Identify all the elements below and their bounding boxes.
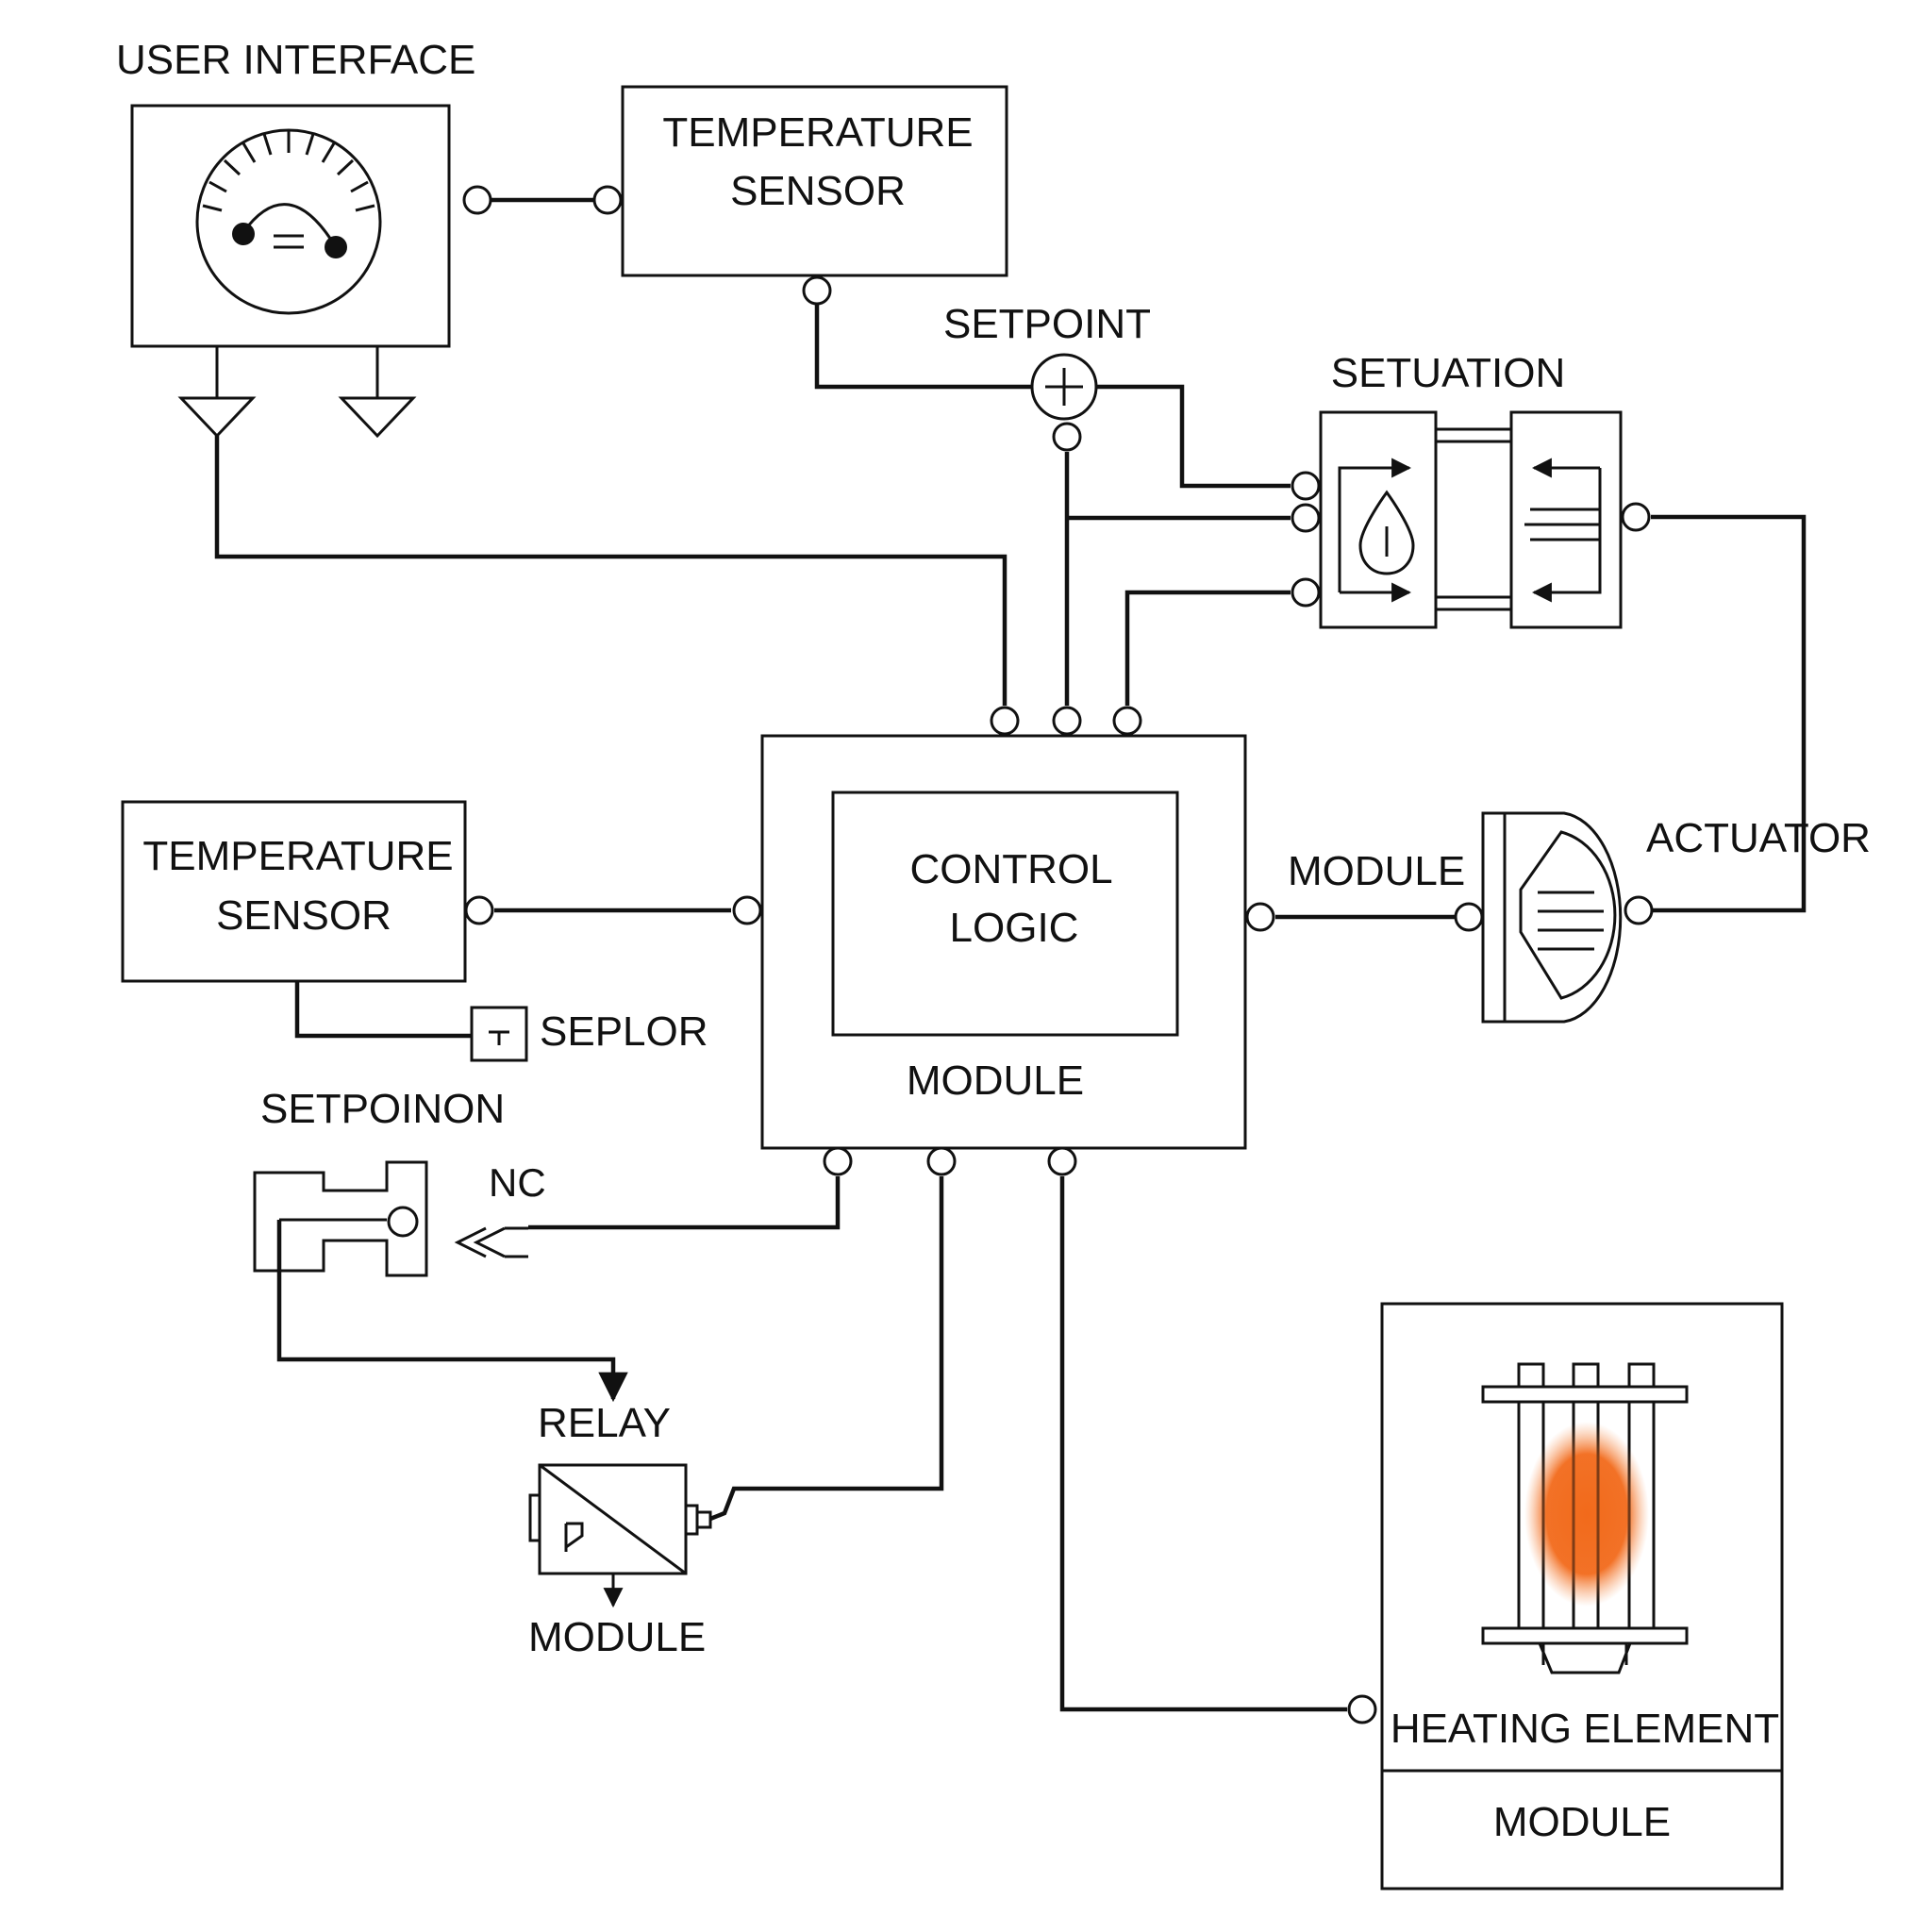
temperature-sensor-top-block: TEMPERATURE SENSOR (621, 85, 1008, 277)
terminal (1052, 422, 1082, 452)
user-interface-label: USER INTERFACE (116, 37, 475, 83)
control-module-outer-box (760, 734, 1247, 1150)
terminal (802, 275, 832, 306)
temperature-sensor-left-label-line1: TEMPERATURE (142, 833, 453, 879)
relay-block: RELAY MODULE (528, 1400, 712, 1660)
wire-left-sensor-to-seplor (294, 981, 472, 1039)
user-interface-block: USER INTERFACE (116, 37, 475, 439)
temperature-sensor-top-label-line2: SENSOR (730, 168, 906, 214)
terminal (1245, 902, 1275, 932)
terminal (1052, 706, 1082, 736)
wire-temp-sensor-to-setpoint (814, 305, 1032, 390)
relay-module-label: MODULE (528, 1614, 706, 1660)
actuator-icon (1481, 811, 1623, 1024)
heating-coil-icon (1481, 1362, 1689, 1674)
setuation-block: SETUATION (1319, 350, 1623, 629)
heating-element-label: HEATING ELEMENT (1391, 1706, 1779, 1752)
nc-chevron-2 (473, 1226, 506, 1258)
control-logic-inner-box (831, 791, 1179, 1037)
wire-control-to-setuation-low (1124, 590, 1291, 706)
terminal (1624, 895, 1654, 925)
setuation-right-box (1509, 410, 1623, 629)
wires (214, 197, 1807, 1712)
terminal (926, 1146, 957, 1176)
setuation-left-box (1319, 410, 1438, 629)
relay-symbol (564, 1522, 584, 1552)
setpoinon-label: SETPOINON (260, 1086, 505, 1132)
relay-label: RELAY (538, 1400, 671, 1446)
wire-control-to-relay (709, 1176, 944, 1522)
actuator-label: ACTUATOR (1646, 815, 1871, 861)
ground-symbol-left (177, 396, 257, 439)
wire-ui-to-control (214, 436, 1008, 706)
actuator-module-label: MODULE (1288, 848, 1465, 894)
heating-element-module: HEATING ELEMENT MODULE (1380, 1302, 1784, 1890)
terminal (1291, 503, 1321, 533)
gauge-icon (195, 128, 382, 315)
wire-switch-to-relay (276, 1220, 628, 1403)
terminal (732, 895, 762, 925)
nc-label: NC (489, 1160, 546, 1205)
wire-setuation-to-actuator (1651, 514, 1807, 913)
terminal (1291, 471, 1321, 501)
terminal (823, 1146, 853, 1176)
user-interface-box (130, 104, 451, 348)
setuation-label: SETUATION (1331, 350, 1566, 396)
setpoint-label: SETPOINT (943, 301, 1151, 347)
terminal (1621, 502, 1651, 532)
temperature-sensor-left-box (121, 800, 467, 983)
terminal (464, 895, 494, 925)
terminal (1112, 706, 1142, 736)
temperature-sensor-top-box (621, 85, 1008, 277)
heating-module-box (1380, 1302, 1784, 1890)
terminal (592, 185, 623, 215)
wire-setpoint-to-setuation (1096, 384, 1291, 489)
terminal (990, 706, 1020, 736)
setpoinon-block: SETPOINON NC (253, 1086, 546, 1277)
terminal (462, 185, 492, 215)
temperature-sensor-left-block: TEMPERATURE SENSOR SEPLOR (121, 800, 708, 1062)
temperature-sensor-left-label-line2: SENSOR (216, 892, 391, 939)
actuator-block: MODULE ACTUATOR (1288, 811, 1871, 1024)
terminal (1347, 1694, 1377, 1724)
wire-control-to-nc (528, 1176, 841, 1230)
heat-glow (1524, 1422, 1649, 1607)
switch-icon (253, 1160, 428, 1277)
seplor-label: SEPLOR (540, 1008, 708, 1055)
droplet-icon (1338, 458, 1415, 603)
temperature-sensor-top-label-line1: TEMPERATURE (662, 109, 973, 156)
terminal (1291, 577, 1321, 608)
heating-module-label: MODULE (1493, 1799, 1671, 1845)
control-logic-module: CONTROL LOGIC MODULE (760, 734, 1247, 1150)
control-module-label: MODULE (907, 1058, 1084, 1104)
wire-control-to-heater (1059, 1176, 1347, 1712)
terminals (462, 185, 1654, 1724)
control-logic-label-line2: LOGIC (950, 905, 1079, 951)
setpoint-junction: SETPOINT (943, 301, 1151, 421)
ground-symbol-right (338, 396, 417, 439)
nc-chevron-1 (454, 1226, 487, 1258)
terminal (1454, 902, 1484, 932)
terminal (1047, 1146, 1077, 1176)
control-logic-label-line1: CONTROL (909, 846, 1112, 892)
reverse-flow-icon (1524, 458, 1602, 603)
